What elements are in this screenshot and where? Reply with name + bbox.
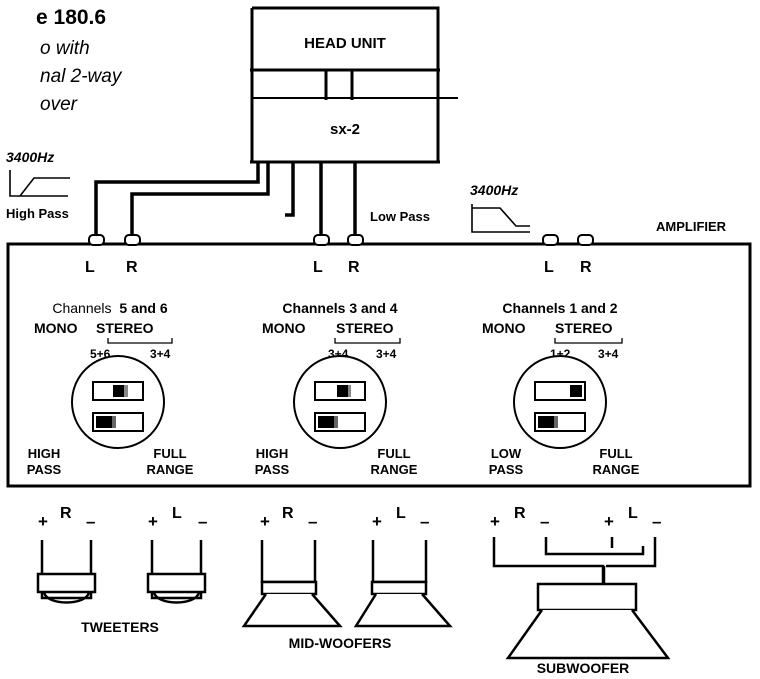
rca-input-jacks <box>88 234 594 246</box>
terminal-channel: R <box>514 505 526 522</box>
filter-left-label: HIGH <box>28 446 61 461</box>
terminal-minus: – <box>198 512 207 531</box>
terminal-minus: – <box>540 512 549 531</box>
caption-line-2: nal 2-way <box>40 66 123 87</box>
input-label: R <box>580 259 592 276</box>
input-label: L <box>313 259 323 276</box>
mode-mono-label: MONO <box>262 320 306 336</box>
subwoofer-label: SUBWOOFER <box>537 660 630 676</box>
terminal-channel: L <box>396 505 406 522</box>
signal-cables <box>94 162 357 236</box>
mode-switch <box>314 381 366 401</box>
filter-left-label: LOW <box>491 446 522 461</box>
mode-stereo-label: STEREO <box>336 320 394 336</box>
subwoofer <box>492 537 671 660</box>
mid-woofer-right <box>353 540 453 628</box>
filter-right-label: FULL <box>377 446 410 461</box>
terminal-minus: – <box>420 512 429 531</box>
option-b-label: 3+4 <box>150 347 171 361</box>
low-pass-curve-icon <box>471 204 530 233</box>
switch-panel <box>71 355 165 449</box>
section-channels-3-4: Channels 3 and 4 MONO STEREO 3+4 3+4 HIG… <box>255 300 418 477</box>
section-title: Channels 1 and 2 <box>502 300 617 316</box>
mid-woofer-left <box>241 540 343 628</box>
filter-right-label: RANGE <box>593 462 640 477</box>
sx2-label: sx-2 <box>330 121 360 138</box>
terminal-minus: – <box>652 512 661 531</box>
stereo-bracket <box>554 338 623 344</box>
input-label: R <box>348 259 360 276</box>
tweeters-label: TWEETERS <box>81 619 159 635</box>
tweeter-right <box>146 540 207 604</box>
rca-jack <box>577 234 594 246</box>
terminal-minus: – <box>308 512 317 531</box>
high-pass-freq: 3400Hz <box>6 149 54 165</box>
terminal-plus: + <box>490 512 500 531</box>
rca-jack <box>313 234 330 246</box>
section-channels-5-6: Channels 5 and 6 MONO STEREO 5+6 3+4 HIG… <box>27 300 194 477</box>
filter-switch <box>534 412 586 432</box>
option-b-label: 3+4 <box>376 347 397 361</box>
filter-right-label: FULL <box>599 446 632 461</box>
terminal-channel: L <box>628 505 638 522</box>
mid-woofers-label: MID-WOOFERS <box>289 635 392 651</box>
terminal-plus: + <box>148 512 158 531</box>
filter-left-label: PASS <box>255 462 290 477</box>
head-unit <box>250 6 458 100</box>
terminal-plus: + <box>38 512 48 531</box>
filter-left-label: HIGH <box>256 446 289 461</box>
input-label: L <box>85 259 95 276</box>
mode-stereo-label: STEREO <box>96 320 154 336</box>
terminal-plus: + <box>604 512 614 531</box>
mode-switch <box>534 381 586 401</box>
amplifier-label: AMPLIFIER <box>656 219 727 234</box>
terminal-minus: – <box>86 512 95 531</box>
rca-jack <box>542 234 559 246</box>
filter-right-label: RANGE <box>371 462 418 477</box>
terminal-plus: + <box>260 512 270 531</box>
filter-right-label: RANGE <box>147 462 194 477</box>
mode-stereo-label: STEREO <box>555 320 613 336</box>
terminal-channel: R <box>60 505 72 522</box>
caption-line-3: over <box>40 94 78 115</box>
stereo-bracket <box>334 338 401 344</box>
rca-jack <box>124 234 141 246</box>
input-label: R <box>126 259 138 276</box>
sx2-processor <box>250 70 440 164</box>
rca-jack <box>88 234 105 246</box>
section-title-prefix: Channels <box>52 300 111 316</box>
input-label: L <box>544 259 554 276</box>
filter-switch <box>314 412 366 432</box>
option-b-label: 3+4 <box>598 347 619 361</box>
high-pass-curve-icon <box>9 170 70 197</box>
amplifier-chassis <box>6 242 752 488</box>
tweeter-left <box>36 540 97 604</box>
filter-left-label: PASS <box>489 462 524 477</box>
terminal-channel: R <box>282 505 294 522</box>
svg-text:Channels 5 and 6: Channels 5 and 6 <box>52 300 168 316</box>
low-pass-label: Low Pass <box>370 209 430 224</box>
section-title: Channels 3 and 4 <box>282 300 397 316</box>
head-unit-label: HEAD UNIT <box>304 35 386 52</box>
figure-title: e 180.6 <box>36 6 106 29</box>
section-title-nums: 5 and 6 <box>119 300 167 316</box>
filter-right-label: FULL <box>153 446 186 461</box>
caption-line-1: o with <box>40 38 90 59</box>
mode-mono-label: MONO <box>34 320 78 336</box>
mode-mono-label: MONO <box>482 320 526 336</box>
filter-left-label: PASS <box>27 462 62 477</box>
switch-panel <box>513 355 607 449</box>
terminal-plus: + <box>372 512 382 531</box>
filter-switch <box>92 412 144 432</box>
stereo-bracket <box>107 338 173 344</box>
low-pass-freq: 3400Hz <box>470 182 518 198</box>
high-pass-label: High Pass <box>6 206 69 221</box>
rca-jack <box>347 234 364 246</box>
mode-switch <box>92 381 144 401</box>
terminal-channel: L <box>172 505 182 522</box>
switch-panel <box>293 355 387 449</box>
section-channels-1-2: Channels 1 and 2 MONO STEREO 1+2 3+4 LOW… <box>482 300 640 477</box>
